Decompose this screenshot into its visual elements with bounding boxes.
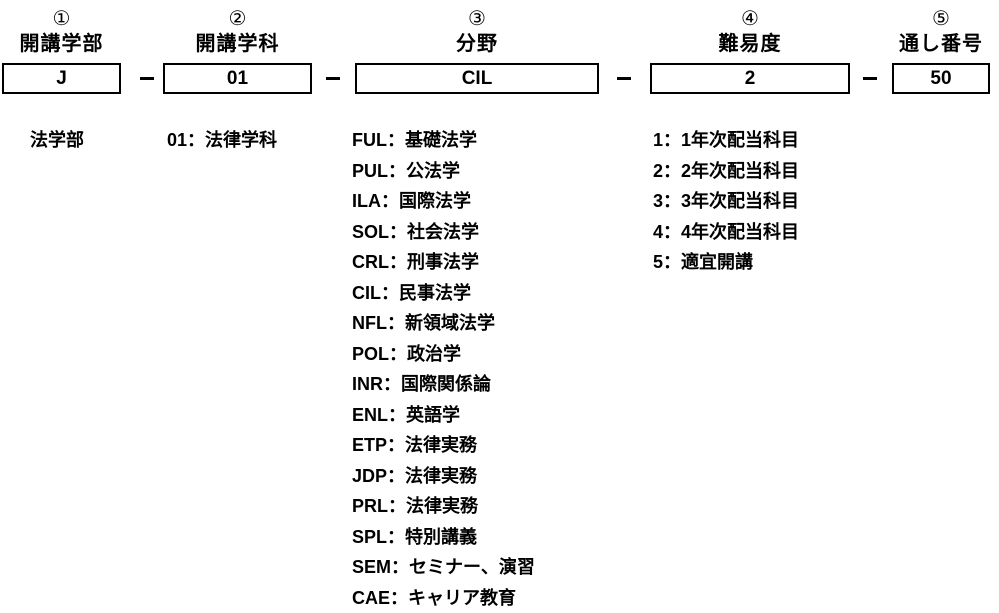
segment-department-label: 開講学科: [195, 33, 280, 55]
segment-department-value-box: 01: [163, 63, 312, 94]
list-item: PUL：公法学: [352, 160, 460, 181]
segment-difficulty: ④ 難易度 2: [650, 6, 850, 94]
list-item: POL：政治学: [352, 343, 462, 364]
list-item: CIL：民事法学: [352, 282, 471, 303]
list-item: CRL：刑事法学: [352, 252, 479, 272]
separator-dash: [863, 77, 877, 80]
segment-department: ② 開講学科 01: [163, 6, 312, 94]
legend-department: 01：法律学科: [167, 130, 278, 150]
list-item: 5：適宜開講: [653, 252, 754, 272]
segment-faculty-label: 開講学部: [19, 33, 104, 55]
list-item: ETP：法律実務: [352, 435, 478, 455]
segment-field-label: 分野: [456, 33, 498, 55]
list-item: SEM：セミナー、演習: [352, 557, 535, 577]
list-item: CAE：キャリア教育: [352, 587, 517, 608]
separator-dash: [617, 77, 631, 80]
legend-level-list: 1：1年次配当科目 2：2年次配当科目 3：3年次配当科目 4：4年次配当科目 5：適宜…: [653, 125, 799, 278]
segment-faculty-index: ①: [52, 8, 71, 30]
list-item: PRL：法律実務: [352, 496, 478, 516]
segment-serial-index: ⑤: [932, 8, 950, 30]
separator-dash: [326, 77, 340, 80]
legend-faculty: 法学部: [30, 130, 84, 150]
segment-field: ③ 分野 CIL: [355, 6, 599, 94]
list-item: ILA：国際法学: [352, 191, 471, 211]
list-item: NFL：新領域法学: [352, 313, 495, 333]
list-item: JDP：法律実務: [352, 465, 478, 486]
list-item: 4：4年次配当科目: [653, 221, 800, 242]
list-item: 3：3年次配当科目: [653, 191, 800, 211]
separator-dash: [140, 77, 154, 80]
segment-field-value-box: CIL: [355, 63, 599, 94]
segment-difficulty-index: ④: [741, 8, 759, 30]
segment-department-index: ②: [228, 8, 247, 30]
segment-field-index: ③: [468, 8, 486, 30]
list-item: INR：国際関係論: [352, 374, 491, 394]
list-item: ENL：英語学: [352, 404, 460, 425]
legend-field-list: FUL：基礎法学 PUL：公法学 ILA：国際法学 SOL：社会法学 CRL：刑事法学 C…: [352, 125, 535, 613]
segment-faculty-value-box: J: [2, 63, 121, 94]
segment-faculty: ① 開講学部 J: [2, 6, 121, 94]
list-item: SOL：社会法学: [352, 221, 480, 242]
segment-serial-label: 通し番号: [899, 33, 983, 55]
list-item: SPL：特別講義: [352, 526, 478, 547]
segment-serial: ⑤ 通し番号 50: [892, 6, 990, 94]
segment-serial-value-box: 50: [892, 63, 990, 94]
list-item: FUL：基礎法学: [352, 130, 477, 150]
segment-difficulty-value-box: 2: [650, 63, 850, 94]
segment-difficulty-label: 難易度: [718, 33, 782, 55]
list-item: 1：1年次配当科目: [653, 130, 800, 150]
list-item: 2：2年次配当科目: [653, 160, 800, 181]
